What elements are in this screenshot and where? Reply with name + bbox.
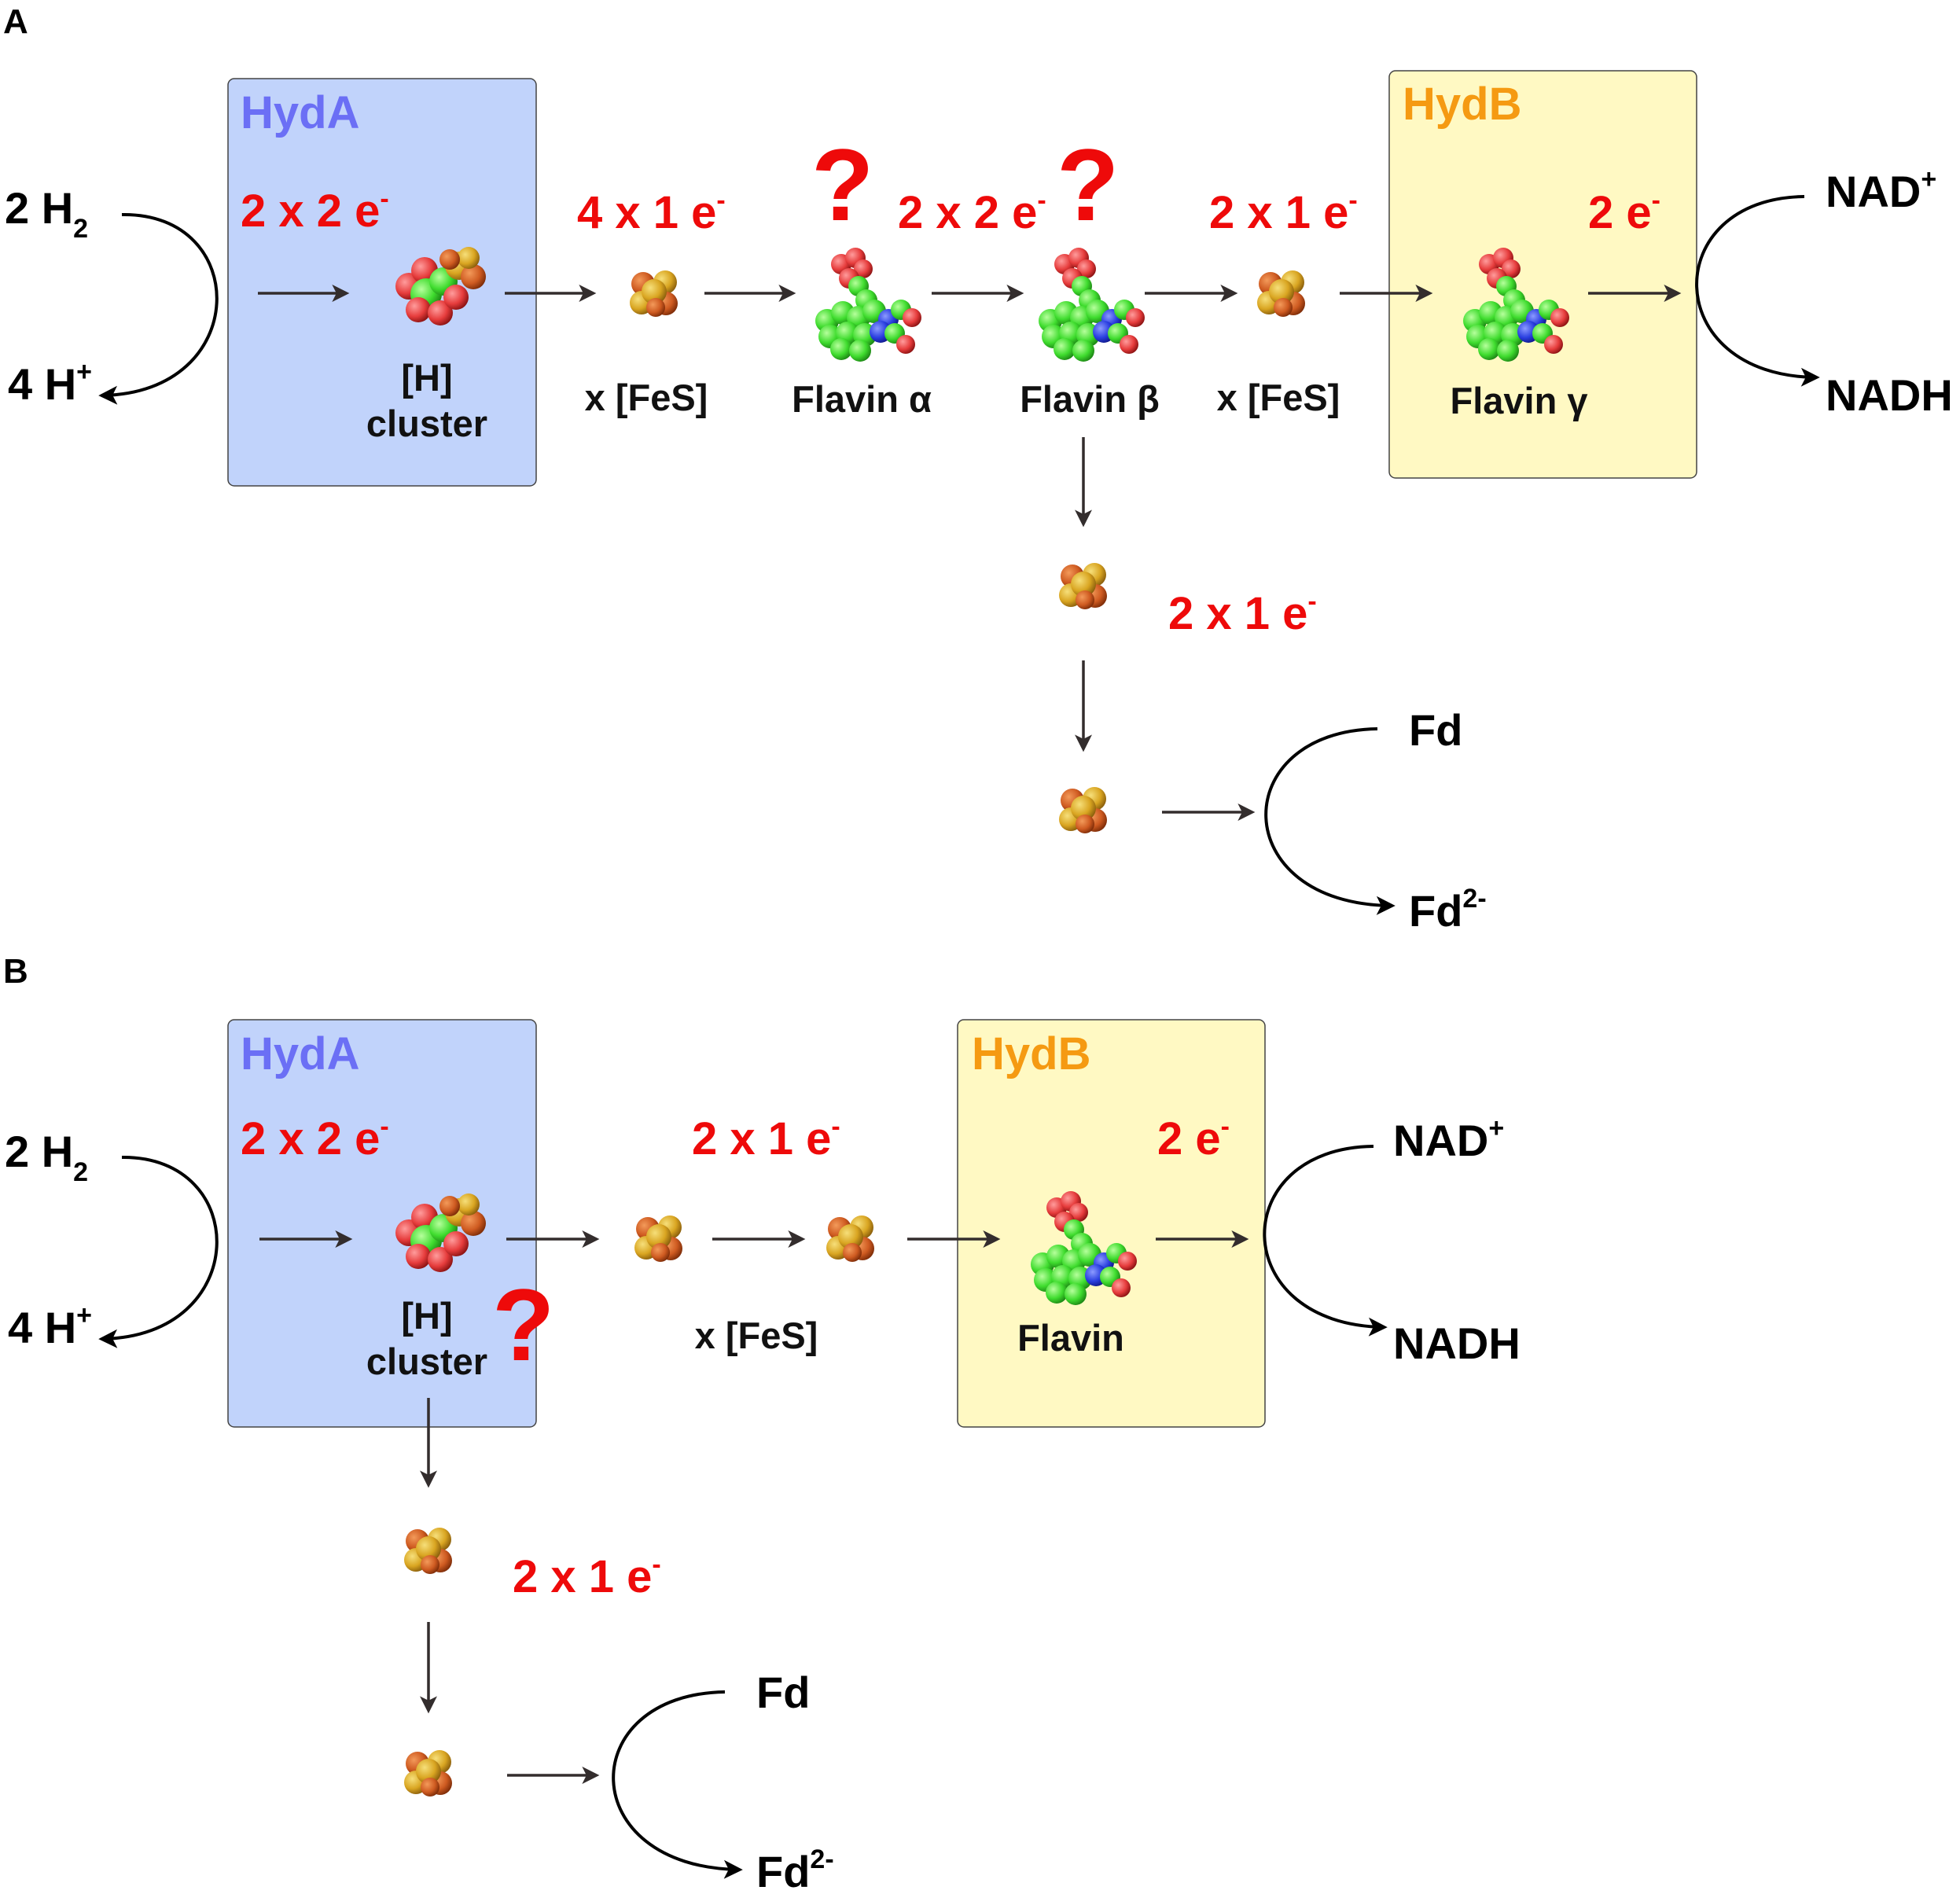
panel-b-nad-reduction-arrow — [1263, 1145, 1388, 1337]
panel-a-question-mark-1: ? — [811, 127, 873, 242]
panel-a-fes2-label: x [FeS] — [1217, 377, 1340, 418]
panel-a-hydb-title: HydB — [1403, 79, 1521, 130]
panel-a-label: A — [3, 2, 28, 41]
panel-b-label: B — [3, 952, 28, 991]
panel-a-electrons-hyda: 2 x 2 e- — [241, 184, 389, 237]
panel-a-h-cluster-label-1: [H] — [401, 357, 452, 399]
flavin-molecule-icon — [1039, 248, 1145, 362]
panel-b-hyda-title: HydA — [241, 1028, 359, 1079]
panel-b-h2: 2 H2 — [5, 1127, 88, 1187]
panel-a-nadh: NADH — [1826, 370, 1953, 420]
panel-b-question-mark: ? — [492, 1267, 554, 1382]
panel-a-electrons-fes1: 4 x 1 e- — [577, 186, 726, 238]
panel-a-h2-oxidation-arrow — [98, 212, 219, 405]
panel-b-fes-label: x [FeS] — [695, 1315, 818, 1356]
panel-a-nad-reduction-arrow — [1695, 195, 1820, 387]
panel-b-electrons-hydb: 2 e- — [1157, 1112, 1230, 1164]
panel-b-flavin-label: Flavin — [1017, 1317, 1124, 1359]
panel-a-electrons-fes2: 2 x 1 e- — [1209, 186, 1358, 238]
iron-sulfur-cluster-icon — [404, 1750, 452, 1797]
panel-b-hydb-box — [957, 1019, 1266, 1428]
panel-b-fd2: Fd2- — [756, 1844, 834, 1894]
iron-sulfur-cluster-icon — [404, 1528, 452, 1574]
panel-a-electrons-branch: 2 x 1 e- — [1168, 587, 1317, 639]
panel-a-electrons-hydb: 2 e- — [1588, 186, 1660, 238]
panel-b-h-cluster-label-1: [H] — [401, 1295, 452, 1337]
iron-sulfur-cluster-icon — [1257, 270, 1305, 317]
panel-b: B HydA HydB 2 H2 4 H+ 2 x 2 e- 2 x 1 e- … — [3, 952, 1521, 1894]
panel-b-electrons-fes: 2 x 1 e- — [692, 1112, 840, 1164]
flavin-molecule-icon — [815, 248, 921, 362]
panel-a-h-cluster-label-2: cluster — [366, 403, 487, 444]
iron-sulfur-cluster-icon — [1059, 563, 1107, 609]
panel-a-hyda-title: HydA — [241, 87, 359, 138]
panel-b-fd-reduction-arrow — [612, 1690, 743, 1879]
panel-b-fd: Fd — [756, 1668, 810, 1717]
panel-a-question-mark-2: ? — [1057, 127, 1119, 242]
panel-a-fd: Fd — [1409, 705, 1462, 755]
panel-a-electrons-flavin: 2 x 2 e- — [898, 186, 1046, 238]
panel-a-flavin-gamma-label: Flavin γ — [1450, 380, 1587, 421]
panel-a-nad: NAD+ — [1826, 164, 1936, 216]
panel-b-nad: NAD+ — [1393, 1113, 1504, 1165]
iron-sulfur-cluster-icon — [826, 1215, 874, 1262]
panel-a-hplus: 4 H+ — [8, 357, 92, 409]
panel-b-h-cluster-label-2: cluster — [366, 1341, 487, 1382]
panel-a-flavin-beta-label: Flavin β — [1020, 378, 1160, 420]
panel-a-fd-reduction-arrow — [1264, 727, 1396, 915]
panel-a: A HydA HydB 2 H2 4 H+ 2 x 2 e- 4 x 1 e- … — [3, 2, 1953, 936]
panel-a-fd2: Fd2- — [1409, 884, 1487, 936]
panel-b-electrons-hyda: 2 x 2 e- — [241, 1112, 389, 1164]
iron-sulfur-cluster-icon — [630, 270, 678, 317]
panel-a-hyda-box — [227, 78, 537, 487]
panel-a-flavin-alpha-label: Flavin α — [792, 378, 932, 420]
iron-sulfur-cluster-icon — [1059, 787, 1107, 833]
panel-b-electrons-branch: 2 x 1 e- — [513, 1550, 661, 1602]
iron-sulfur-cluster-icon — [634, 1215, 682, 1262]
panel-b-hydb-title: HydB — [972, 1028, 1090, 1079]
panel-a-fes1-label: x [FeS] — [585, 377, 708, 418]
panel-b-h2-oxidation-arrow — [98, 1155, 219, 1348]
panel-a-h2: 2 H2 — [5, 183, 88, 244]
panel-b-nadh: NADH — [1393, 1318, 1521, 1368]
panel-b-hyda-box — [227, 1019, 537, 1428]
panel-b-hplus: 4 H+ — [8, 1300, 92, 1352]
